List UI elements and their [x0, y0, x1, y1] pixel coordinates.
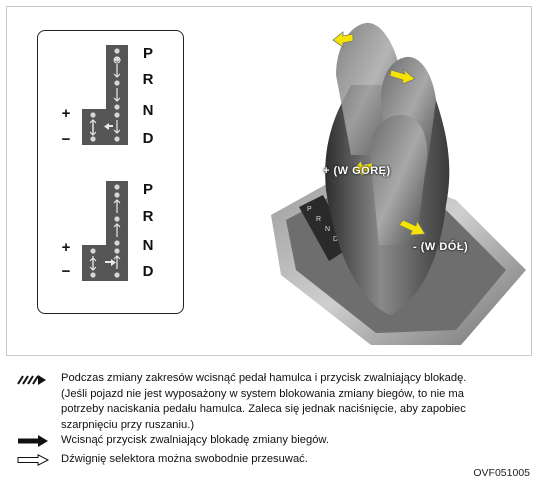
upper-shift-gate [80, 45, 132, 158]
legend-text-brake-line-1: Podczas zmiany zakresów wcisnąć pedał ha… [61, 372, 467, 384]
upper-gear-p: P [142, 45, 153, 62]
shift-pattern-diagram: P R N D + − [37, 30, 184, 314]
legend-item-free-move: Dźwignię selektora można swobodnie przes… [16, 452, 531, 468]
lower-minus-sign: − [61, 263, 71, 280]
legend-item-release-button: Wcisnąć przycisk zwalniający blokadę zmi… [16, 433, 531, 449]
upper-plus-sign: + [61, 105, 71, 122]
legend-text-free-move: Dźwignię selektora można swobodnie przes… [61, 452, 308, 465]
figure-code: OVF051005 [473, 467, 530, 479]
shift-down-label: - (W DÓŁ) [413, 241, 469, 253]
outline-arrow-icon [17, 453, 50, 466]
legend-text-release-button: Wcisnąć przycisk zwalniający blokadę zmi… [61, 434, 329, 446]
lower-gear-d: D [142, 263, 154, 280]
svg-text:N: N [325, 226, 330, 233]
solid-arrow-icon [18, 435, 48, 447]
legend-text-brake-line-3: potrzeby naciskania pedału hamulca. Zale… [61, 403, 466, 415]
lower-plus-sign: + [61, 239, 71, 256]
svg-text:P: P [307, 206, 312, 213]
svg-text:R: R [316, 216, 321, 223]
illustration-panel: P R N D + − [6, 6, 532, 356]
legend-item-brake: Podczas zmiany zakresów wcisnąć pedał ha… [16, 371, 531, 433]
svg-text:D: D [333, 236, 338, 243]
hatched-arrow-icon [17, 375, 46, 385]
lower-gear-r: R [142, 208, 154, 225]
shift-up-label: + (W GÓRĘ) [323, 165, 391, 177]
legend: Podczas zmiany zakresów wcisnąć pedał ha… [16, 371, 531, 467]
lower-shift-gate [80, 181, 132, 294]
upper-gear-n: N [142, 102, 154, 119]
lower-gear-n: N [142, 237, 154, 254]
legend-text-brake-line-4: szarpnięciu przy ruszaniu.) [61, 418, 195, 431]
upper-gear-r: R [142, 71, 154, 88]
lower-gear-p: P [142, 181, 153, 198]
legend-text-brake-line-2: (Jeśli pojazd nie jest wyposażony w syst… [61, 387, 464, 400]
upper-gear-d: D [142, 130, 154, 147]
upper-minus-sign: − [61, 131, 71, 148]
